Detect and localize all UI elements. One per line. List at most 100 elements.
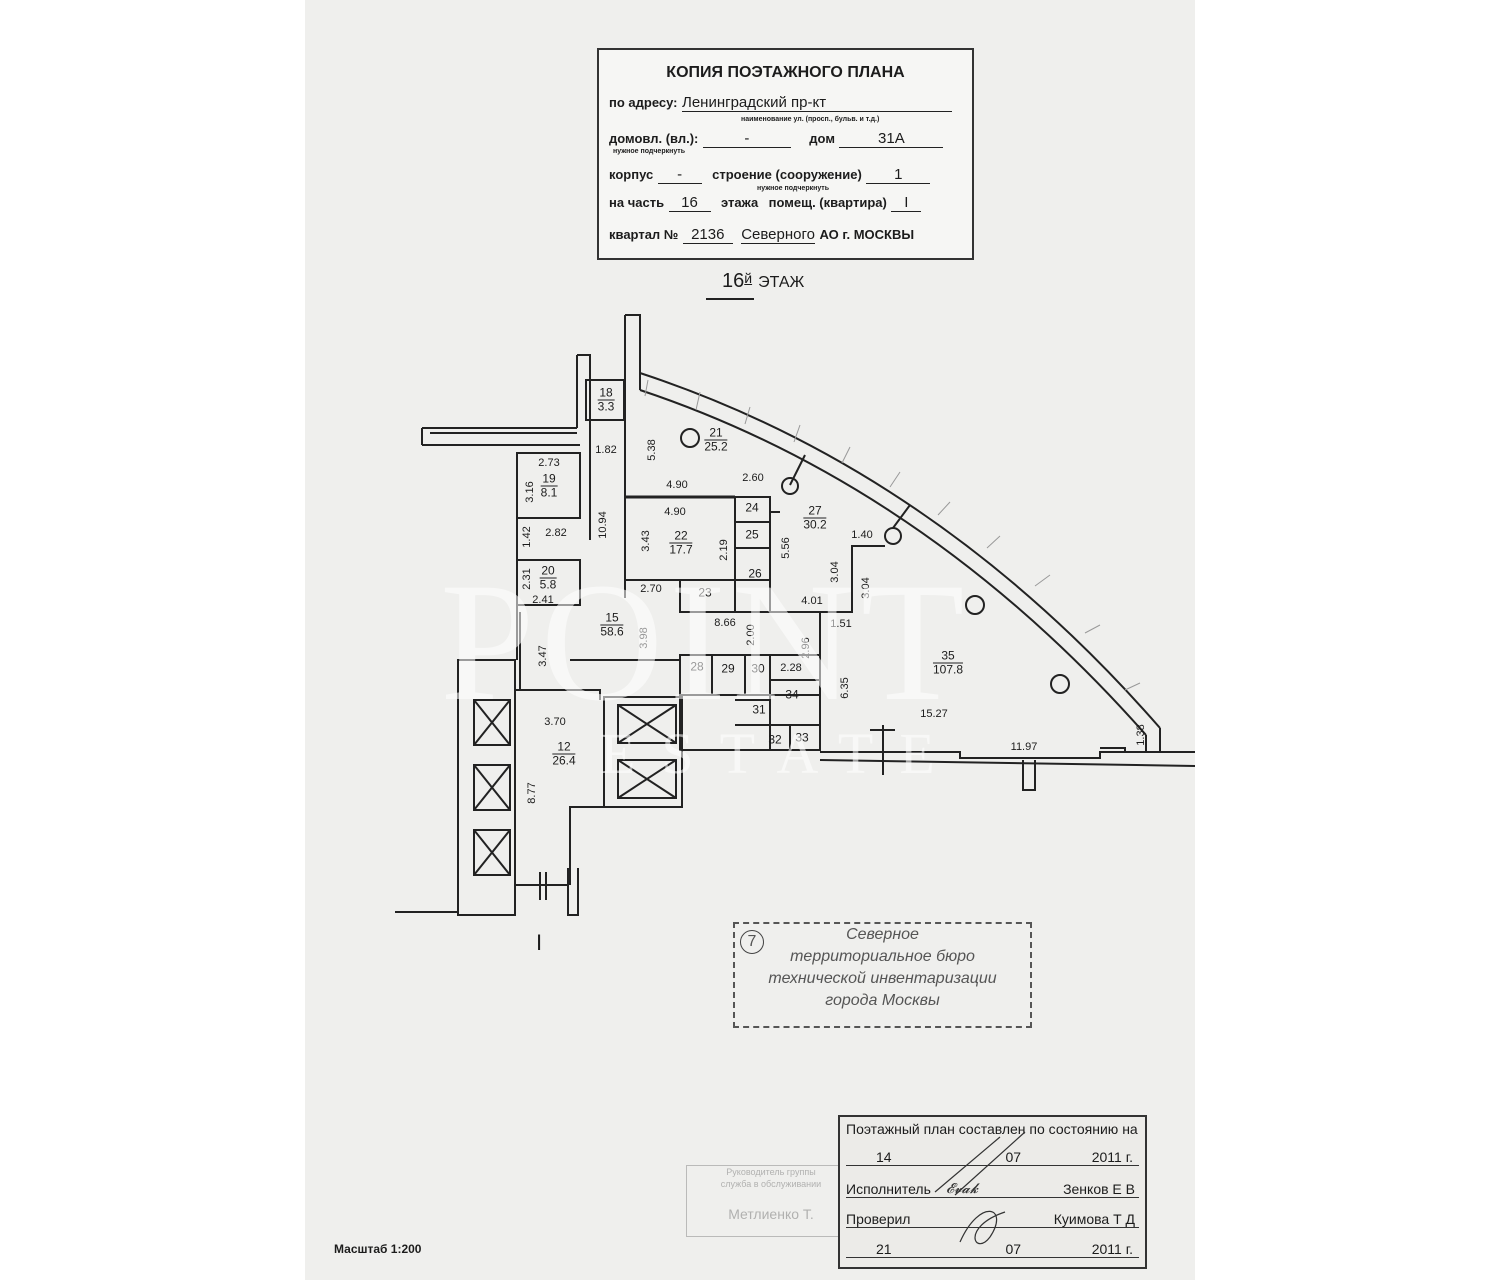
checked-row: Проверил Куимова Т Д [846, 1211, 1139, 1228]
watermark-logo: POINT [440, 548, 971, 736]
dimension-label: 10.94 [597, 511, 609, 539]
city-label: АО г. МОСКВЫ [819, 227, 915, 242]
dimension-label: 4.01 [801, 595, 823, 607]
stamp-number: 7 [740, 930, 764, 954]
dimension-label: 1.51 [830, 618, 852, 630]
kvartal-label: квартал № [609, 227, 679, 242]
stroenie-label: строение (сооружение) [712, 167, 862, 182]
korpus-value: - [657, 166, 702, 184]
signature-strokes [934, 1131, 1026, 1245]
dimension-label: 4.90 [666, 479, 688, 491]
small-room-label: 23 [698, 585, 712, 600]
stroenie-value: 1 [866, 166, 931, 184]
dimension-label: 8.77 [526, 782, 538, 804]
dimension-label: 4.90 [664, 506, 686, 518]
stamp-line: Северное [846, 926, 919, 943]
date1-year: 2011 [1091, 1149, 1122, 1165]
signoff-block: Поэтажный план составлен по состоянию на… [838, 1115, 1147, 1269]
small-room-label: 25 [745, 527, 759, 542]
floor-suffix: й [744, 270, 753, 286]
chast-label: на часть [609, 195, 665, 210]
watermark-logo-sub: ESTATE [600, 721, 961, 786]
small-room-label: 29 [721, 661, 735, 676]
small-room-label: 34 [785, 687, 799, 702]
stamp-line: территориальное бюро [790, 948, 975, 965]
dom-value: 31А [839, 130, 944, 148]
floor-number: 16 [722, 270, 745, 292]
dimension-label: 2.73 [538, 457, 560, 469]
small-room-label: 33 [795, 730, 809, 745]
date2-day: 21 [876, 1241, 892, 1257]
etazha-label: этажа [720, 195, 759, 210]
dimension-label: 3.70 [544, 716, 566, 728]
bti-stamp: 7 Северное территориальное бюро техничес… [733, 922, 1032, 1028]
floor-underline [706, 298, 754, 300]
stamp-line: города Москвы [825, 992, 940, 1009]
address-value: Ленинградский пр-кт [681, 94, 952, 112]
faded-stamp-line: служба в обслуживании [720, 1179, 822, 1189]
date1-day: 14 [876, 1149, 892, 1165]
dimension-label: 2.82 [545, 527, 567, 539]
dimension-label: 11.97 [1010, 741, 1038, 753]
signoff-date2: 21 07 2011 г. [846, 1241, 1139, 1258]
address-hint: наименование ул. (просп., бульв. и т.д.) [741, 116, 880, 123]
header-block: КОПИЯ ПОЭТАЖНОГО ПЛАНА по адресу: Ленинг… [597, 48, 974, 260]
chast-row: на часть 16 этажа помещ. (квартира) I [609, 194, 922, 212]
small-room-label: 26 [748, 566, 762, 581]
stroenie-hint: нужное подчеркнуть [757, 185, 830, 192]
dimension-label: 15.27 [920, 708, 948, 720]
scale-label: Масштаб 1:200 [334, 1242, 422, 1256]
address-label: по адресу: [609, 95, 678, 110]
dimension-label: 2.41 [532, 594, 554, 606]
dimension-label: 3.16 [524, 481, 536, 503]
small-room-label: 31 [752, 702, 766, 717]
chast-value: 16 [668, 194, 711, 212]
small-room-label: 24 [745, 500, 759, 515]
faded-stamp-name: Метлиенко Т. [728, 1206, 814, 1222]
facade-outer-wall [639, 372, 1161, 729]
facade-inner-wall [639, 389, 1147, 736]
small-room-label: 30 [751, 661, 765, 676]
elevator-shaft-mid [603, 696, 683, 808]
dimension-label: 1.40 [851, 529, 873, 541]
checked-label: Проверил [846, 1211, 911, 1227]
domovl-label: домовл. (вл.): [609, 131, 699, 146]
domovl-row: домовл. (вл.): - дом 31А [609, 130, 944, 148]
faded-stamp: Руководитель группы служба в обслуживани… [686, 1165, 856, 1237]
address-row: по адресу: Ленинградский пр-кт [609, 94, 952, 112]
executor-name: Зенков Е В [1063, 1181, 1135, 1197]
domovl-value: - [702, 130, 791, 148]
year-suffix: г. [1125, 1149, 1133, 1165]
dimension-label: 1.82 [595, 444, 617, 456]
pomesh-label: помещ. (квартира) [768, 195, 887, 210]
date1-month: 07 [1005, 1149, 1022, 1165]
signoff-title: Поэтажный план составлен по состоянию на [846, 1121, 1138, 1137]
kvartal-value: 2136 [682, 226, 733, 244]
small-room-label: 28 [690, 659, 704, 674]
dimension-label: 5.38 [646, 439, 658, 461]
domovl-hint: нужное подчеркнуть [613, 148, 686, 155]
stamp-line: технической инвентаризации [768, 970, 997, 987]
elevator-shaft-left [457, 659, 516, 916]
signoff-date1: 14 07 2011 г. [846, 1149, 1139, 1166]
small-room-label: 32 [768, 732, 782, 747]
dom-label: дом [809, 131, 835, 146]
okrug-value: Северного [741, 226, 815, 244]
room-18-outline [585, 379, 625, 421]
year-suffix: г. [1125, 1241, 1133, 1257]
document-title: КОПИЯ ПОЭТАЖНОГО ПЛАНА [666, 64, 905, 81]
entrance-mark: I [536, 930, 543, 955]
dimension-label: 1.38 [1135, 724, 1147, 746]
korpus-label: корпус [609, 167, 654, 182]
